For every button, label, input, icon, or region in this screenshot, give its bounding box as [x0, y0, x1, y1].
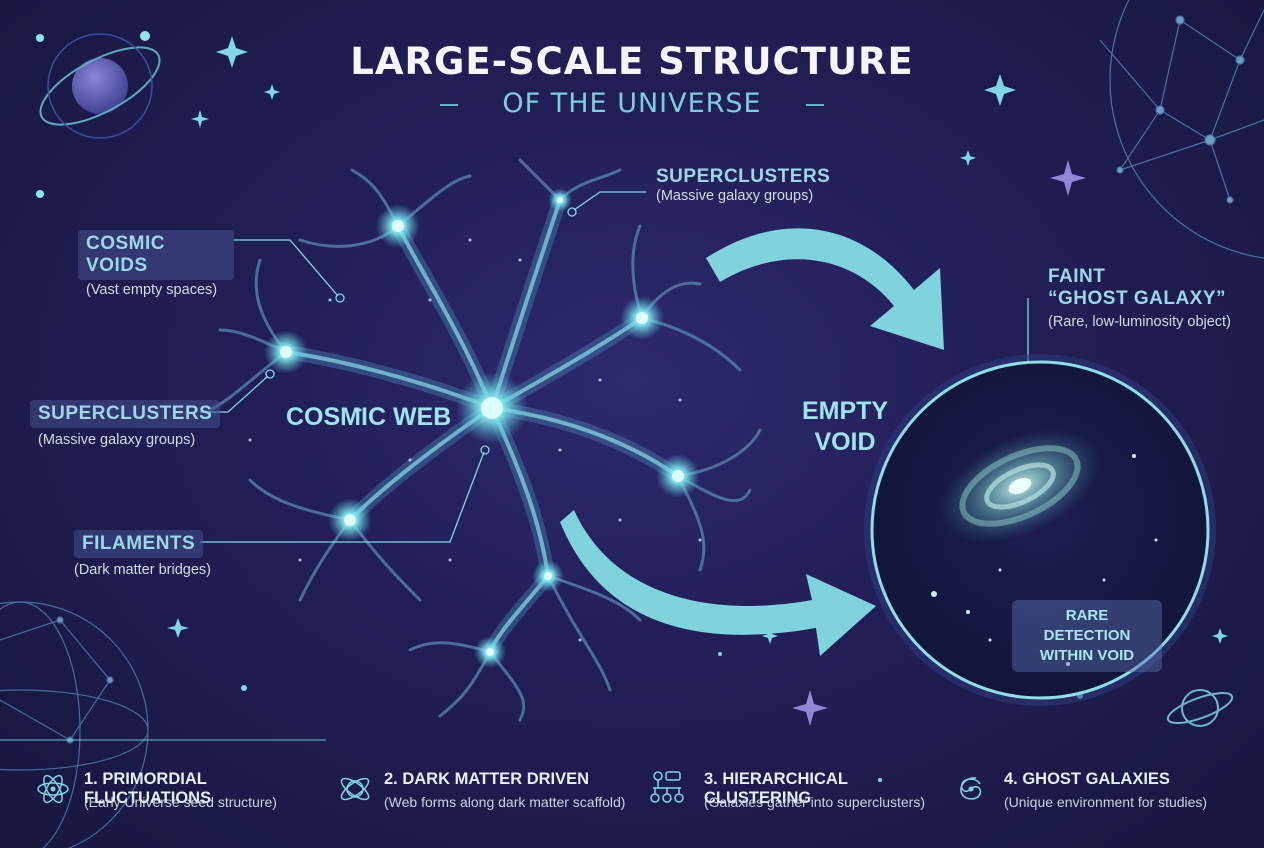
footer-step-subtitle: (Web forms along dark matter scaffold)	[384, 794, 626, 810]
network-sphere-icon	[1099, 0, 1264, 259]
label-title: “GHOST GALAXY”	[1048, 288, 1227, 309]
label-title: SUPERCLUSTERS	[30, 400, 221, 428]
title-rule-right	[806, 104, 824, 106]
title-rule-left	[440, 104, 458, 106]
page-subtitle: OF THE UNIVERSE	[502, 88, 762, 119]
page-title: LARGE-SCALE STRUCTURE	[350, 40, 914, 83]
network-sphere-icon	[0, 601, 149, 848]
footer-step-title: 1. PRIMORDIAL FLUCTUATIONS	[84, 770, 212, 807]
ghost-galaxy-icon	[939, 429, 1101, 543]
footer-step-subtitle: (Galaxies gather into superclusters)	[704, 794, 925, 810]
label-title: SUPERCLUSTERS	[656, 166, 831, 187]
label-ghost-galaxy: FAINT “GHOST GALAXY” (Rare, low-luminosi…	[1048, 266, 1231, 330]
label-line: VOID	[814, 428, 876, 456]
arrow-icon	[560, 228, 944, 656]
footer-steps: 1. PRIMORDIAL FLUCTUATIONS (Early Univer…	[36, 768, 1256, 828]
label-subtitle: (Massive galaxy groups)	[38, 432, 196, 448]
footer-step-title: 3. HIERARCHICAL CLUSTERING	[704, 770, 848, 807]
planet-icon	[1166, 689, 1234, 727]
label-title: FAINT	[1048, 266, 1106, 287]
planet-icon	[36, 31, 161, 198]
label-title: FILAMENTS	[74, 530, 204, 558]
label-subtitle: (Dark matter bridges)	[74, 562, 211, 578]
label-empty-void: EMPTY VOID	[800, 396, 890, 458]
label-superclusters-top: SUPERCLUSTERS (Massive galaxy groups)	[656, 166, 830, 204]
atom-icon	[37, 774, 69, 804]
sparkle-stars	[167, 36, 1228, 782]
label-subtitle: (Vast empty spaces)	[86, 282, 218, 298]
hierarchy-icon	[650, 771, 684, 803]
label-subtitle: (Massive galaxy groups)	[656, 188, 814, 204]
spiral-galaxy-icon	[960, 777, 982, 800]
label-filaments: FILAMENTS (Dark matter bridges)	[74, 530, 211, 578]
label-cosmic-voids: COSMIC VOIDS (Vast empty spaces)	[78, 230, 234, 298]
badge-line: RARE DETECTION	[1043, 607, 1131, 644]
rare-detection-badge: RARE DETECTION WITHIN VOID	[1012, 600, 1162, 672]
label-title: COSMIC VOIDS	[78, 230, 234, 280]
label-superclusters-left: SUPERCLUSTERS (Massive galaxy groups)	[30, 400, 221, 448]
cosmic-web-diagram	[208, 158, 762, 722]
label-subtitle: (Rare, low-luminosity object)	[1048, 314, 1231, 330]
label-line: EMPTY	[801, 397, 889, 425]
label-cosmic-web: COSMIC WEB	[286, 403, 452, 431]
footer-step-title: 2. DARK MATTER DRIVEN	[384, 770, 590, 788]
badge-line: WITHIN VOID	[1039, 647, 1135, 664]
empty-void-circle	[864, 354, 1216, 706]
footer-step-title: 4. GHOST GALAXIES	[1004, 770, 1170, 788]
footer-step-subtitle: (Early Universe seed structure)	[84, 794, 277, 810]
footer-step-subtitle: (Unique environment for studies)	[1004, 794, 1208, 810]
orbit-icon	[340, 777, 370, 801]
